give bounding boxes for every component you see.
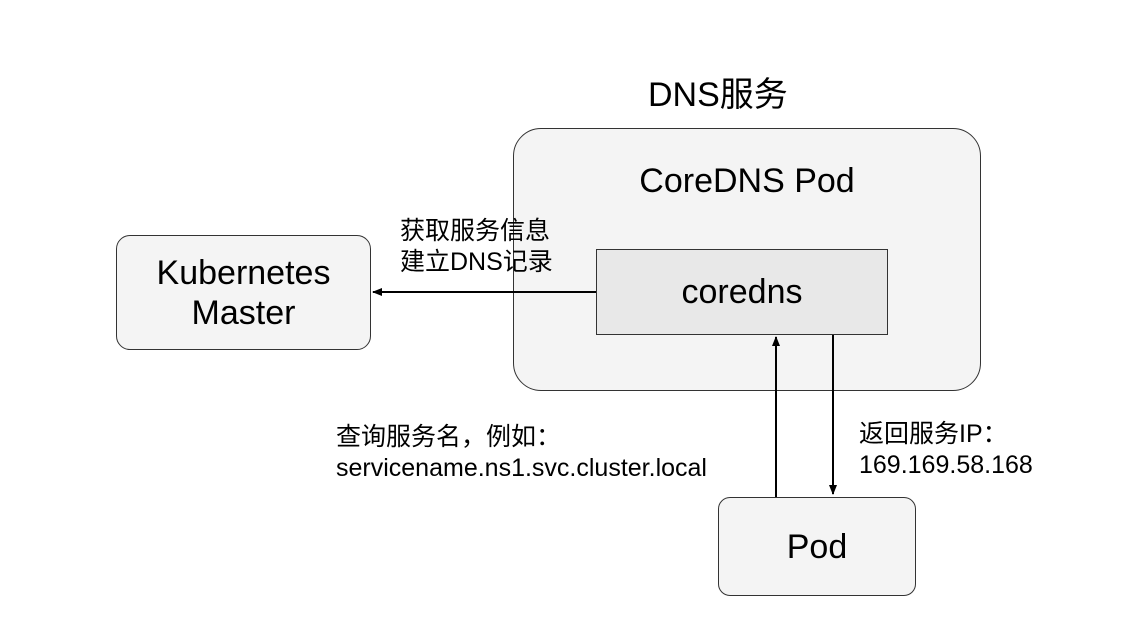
edge-label-build-line1: 获取服务信息 [400, 217, 551, 245]
edge-label-return-ip: 返回服务IP： 169.169.58.168 [859, 419, 1033, 481]
edge-label-query-line2: servicename.ns1.svc.cluster.local [336, 454, 707, 482]
edge-label-return-line2: 169.169.58.168 [859, 451, 1033, 479]
coredns-pod-container: CoreDNS Pod [513, 128, 981, 391]
coredns-node: coredns [596, 249, 888, 335]
kubernetes-master-label-line2: Master [191, 293, 296, 332]
edge-label-build-line2: 建立DNS记录 [400, 248, 553, 276]
pod-label: Pod [786, 527, 848, 566]
edge-label-query-service: 查询服务名，例如： servicename.ns1.svc.cluster.lo… [336, 422, 707, 484]
edge-label-return-line1: 返回服务IP： [859, 420, 1008, 448]
kubernetes-master-label-line1: Kubernetes [156, 253, 331, 292]
kubernetes-master-node: Kubernetes Master [116, 235, 371, 350]
edge-label-build-dns-records: 获取服务信息 建立DNS记录 [400, 216, 553, 278]
edge-label-query-line1: 查询服务名，例如： [336, 423, 562, 451]
coredns-label: coredns [681, 273, 803, 311]
diagram-title: DNS服务 [648, 76, 788, 114]
coredns-pod-label: CoreDNS Pod [639, 162, 855, 200]
pod-node: Pod [718, 497, 916, 596]
